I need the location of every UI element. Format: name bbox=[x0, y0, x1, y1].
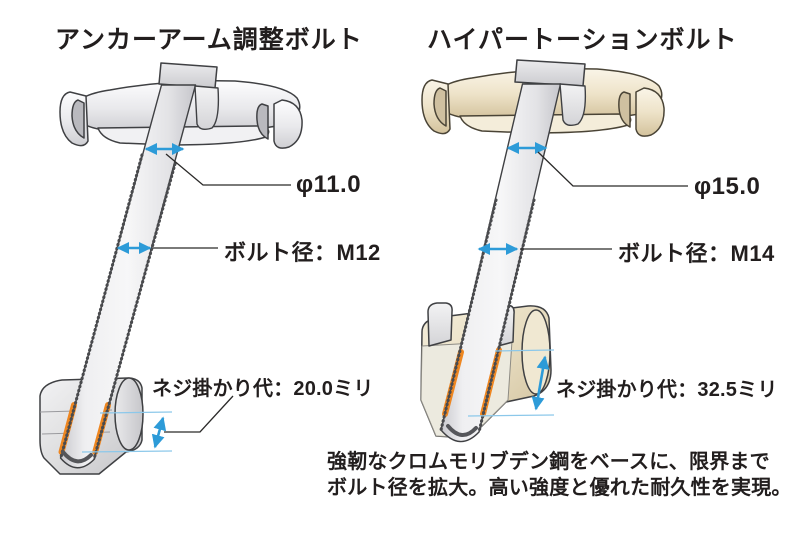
left-bolt-illustration bbox=[39, 62, 303, 475]
left-threads bbox=[59, 153, 177, 461]
left-bolt-size-label: ボルト径：M12 bbox=[224, 240, 381, 265]
left-engagement-dimension bbox=[81, 411, 173, 453]
left-bolt-shaft bbox=[58, 62, 220, 469]
right-bolt-size-label: ボルト径：M14 bbox=[618, 241, 775, 266]
right-diameter-label: φ15.0 bbox=[694, 173, 761, 200]
footnote-line1: 強靭なクロムモリブデン鋼をベースに、限界まで bbox=[327, 451, 770, 473]
left-leader-lines bbox=[153, 153, 291, 433]
left-anchor-arm bbox=[59, 79, 303, 149]
right-leader-lines bbox=[520, 151, 688, 250]
left-title: アンカーアーム調整ボルト bbox=[55, 26, 363, 54]
right-engagement-dimension bbox=[467, 349, 555, 417]
right-thread-engagement-label: ネジ掛かり代：32.5ミリ bbox=[556, 379, 778, 401]
left-diameter-label: φ11.0 bbox=[296, 171, 362, 198]
right-title: ハイパートーションボルト bbox=[427, 26, 738, 54]
left-thread-engagement-label: ネジ掛かり代：20.0ミリ bbox=[152, 378, 374, 400]
right-threads bbox=[439, 198, 536, 434]
right-bolt-shaft bbox=[439, 59, 587, 443]
right-bolt-illustration bbox=[420, 59, 688, 443]
footnote-line2: ボルト径を拡大。高い強度と優れた耐久性を実現。 bbox=[327, 477, 792, 499]
footnote: 強靭なクロムモリブデン鋼をベースに、限界まで ボルト径を拡大。高い強度と優れた耐… bbox=[327, 449, 792, 501]
